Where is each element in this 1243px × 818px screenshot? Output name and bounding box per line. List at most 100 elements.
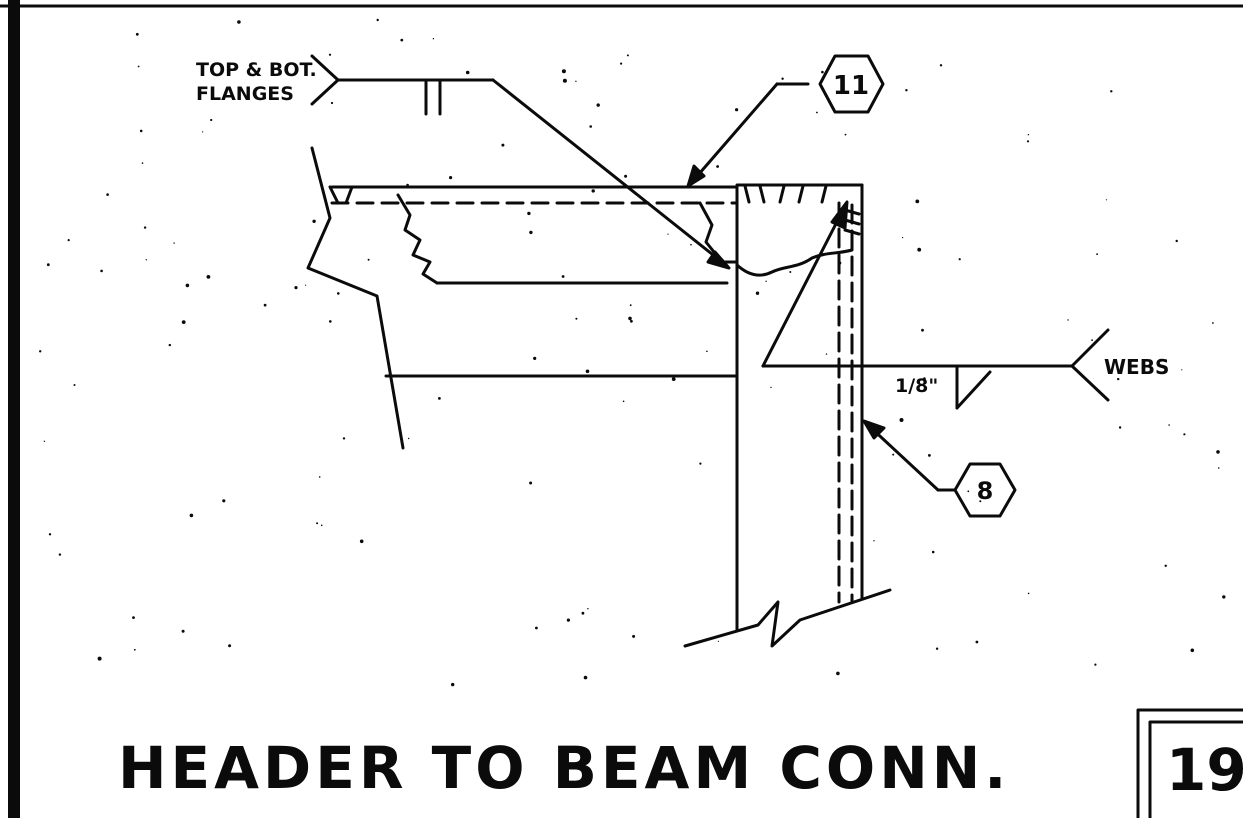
speckle-dot (836, 671, 840, 676)
speckle-dot (902, 237, 904, 239)
speckle-dot (825, 353, 828, 355)
speckle-dot (312, 219, 316, 223)
speckle-dot (438, 397, 441, 400)
speckle-dot (141, 162, 144, 164)
speckle-dot (589, 125, 592, 128)
speckle-dot (935, 647, 939, 650)
speckle-dot (1190, 648, 1195, 653)
speckle-dot (630, 319, 633, 323)
speckle-dot (1096, 253, 1098, 256)
speckle-dot (1216, 450, 1220, 454)
speckle-dot (106, 193, 109, 196)
speckle-dot (716, 165, 719, 168)
speckle-dot (1027, 134, 1030, 136)
speckle-dot (143, 226, 147, 229)
speckle-dot (263, 303, 267, 307)
callout-11-label: 11 (833, 71, 869, 101)
speckle-dot (133, 648, 136, 651)
speckle-dot (359, 539, 364, 544)
speckle-dot (1217, 467, 1220, 469)
speckle-dot (305, 284, 307, 286)
speckle-dot (202, 131, 204, 133)
speckle-dot (168, 343, 171, 347)
speckle-dot (928, 454, 931, 457)
speckle-dot (406, 183, 409, 187)
speckle-dot (667, 233, 669, 235)
speckle-dot (342, 437, 346, 440)
detail-number-box (1136, 708, 1243, 818)
weld-size-label: 1/8" (895, 375, 938, 397)
speckle-dot (1212, 322, 1214, 324)
speckle-dot (899, 418, 904, 422)
speckle-dot (210, 118, 213, 122)
speckle-dot (1117, 377, 1120, 381)
speckle-dot (320, 524, 323, 527)
speckle-dot (626, 54, 629, 57)
speckle-dot (921, 328, 924, 332)
speckle-dot (135, 32, 139, 36)
speckle-dot (575, 317, 578, 320)
speckle-dot (1067, 319, 1069, 321)
speckle-dot (979, 500, 982, 503)
speckle-dot (181, 629, 185, 633)
speckle-dot (145, 259, 147, 261)
speckle-dot (48, 533, 52, 536)
speckle-dot (892, 453, 895, 456)
speckle-dot (717, 640, 720, 642)
callout-8-leader (862, 419, 957, 492)
speckle-dot (850, 500, 852, 502)
speckle-dot (173, 242, 175, 244)
speckle-dot (376, 18, 379, 22)
speckle-dot (765, 280, 767, 282)
speckle-dot (527, 211, 531, 216)
callout-8-label: 8 (977, 477, 994, 505)
speckle-dot (1222, 595, 1226, 599)
speckle-dot (699, 462, 702, 465)
speckle-dot (1183, 433, 1186, 436)
speckle-dot (67, 239, 70, 242)
speckle-dot (975, 640, 979, 644)
speckle-dot (1091, 339, 1093, 341)
speckle-dot (137, 65, 140, 68)
speckle-dot (1094, 663, 1097, 666)
speckle-dot (318, 476, 321, 478)
speckle-dot (132, 616, 135, 619)
callout-8-hexagon (953, 462, 1017, 518)
speckle-dot (629, 304, 632, 307)
speckle-dot (58, 553, 62, 556)
speckle-dot (329, 320, 332, 323)
speckle-dot (46, 263, 50, 267)
speckle-dot (316, 522, 319, 525)
speckle-dot (622, 400, 625, 403)
header-beam (306, 146, 739, 450)
speckle-dot (97, 656, 102, 661)
speckle-dot (838, 210, 841, 212)
speckle-dot (596, 103, 600, 107)
scan-speckle (39, 18, 1226, 687)
web-weld-note: WEBS (1104, 355, 1169, 379)
speckle-dot (844, 133, 847, 136)
speckle-dot (1118, 426, 1122, 429)
supporting-beam (683, 183, 892, 648)
speckle-dot (690, 243, 692, 246)
speckle-dot (1105, 199, 1108, 201)
speckle-dot (575, 80, 577, 83)
speckle-dot (100, 269, 103, 273)
speckle-dot (581, 611, 585, 615)
speckle-dot (294, 286, 298, 290)
flange-weld-note-line2: FLANGES (196, 83, 294, 105)
speckle-dot (529, 230, 533, 235)
speckle-dot (735, 108, 739, 112)
speckle-dot (566, 618, 571, 622)
callout-11-hexagon (818, 54, 885, 114)
speckle-dot (330, 101, 334, 105)
speckle-dot (1181, 369, 1183, 371)
speckle-dot (585, 369, 590, 374)
callout-11-leader (686, 82, 810, 188)
speckle-dot (587, 608, 589, 610)
speckle-dot (39, 350, 42, 353)
detail-number: 19 (1166, 736, 1243, 804)
web-weld-leader (761, 200, 1110, 410)
speckle-dot (337, 292, 340, 295)
